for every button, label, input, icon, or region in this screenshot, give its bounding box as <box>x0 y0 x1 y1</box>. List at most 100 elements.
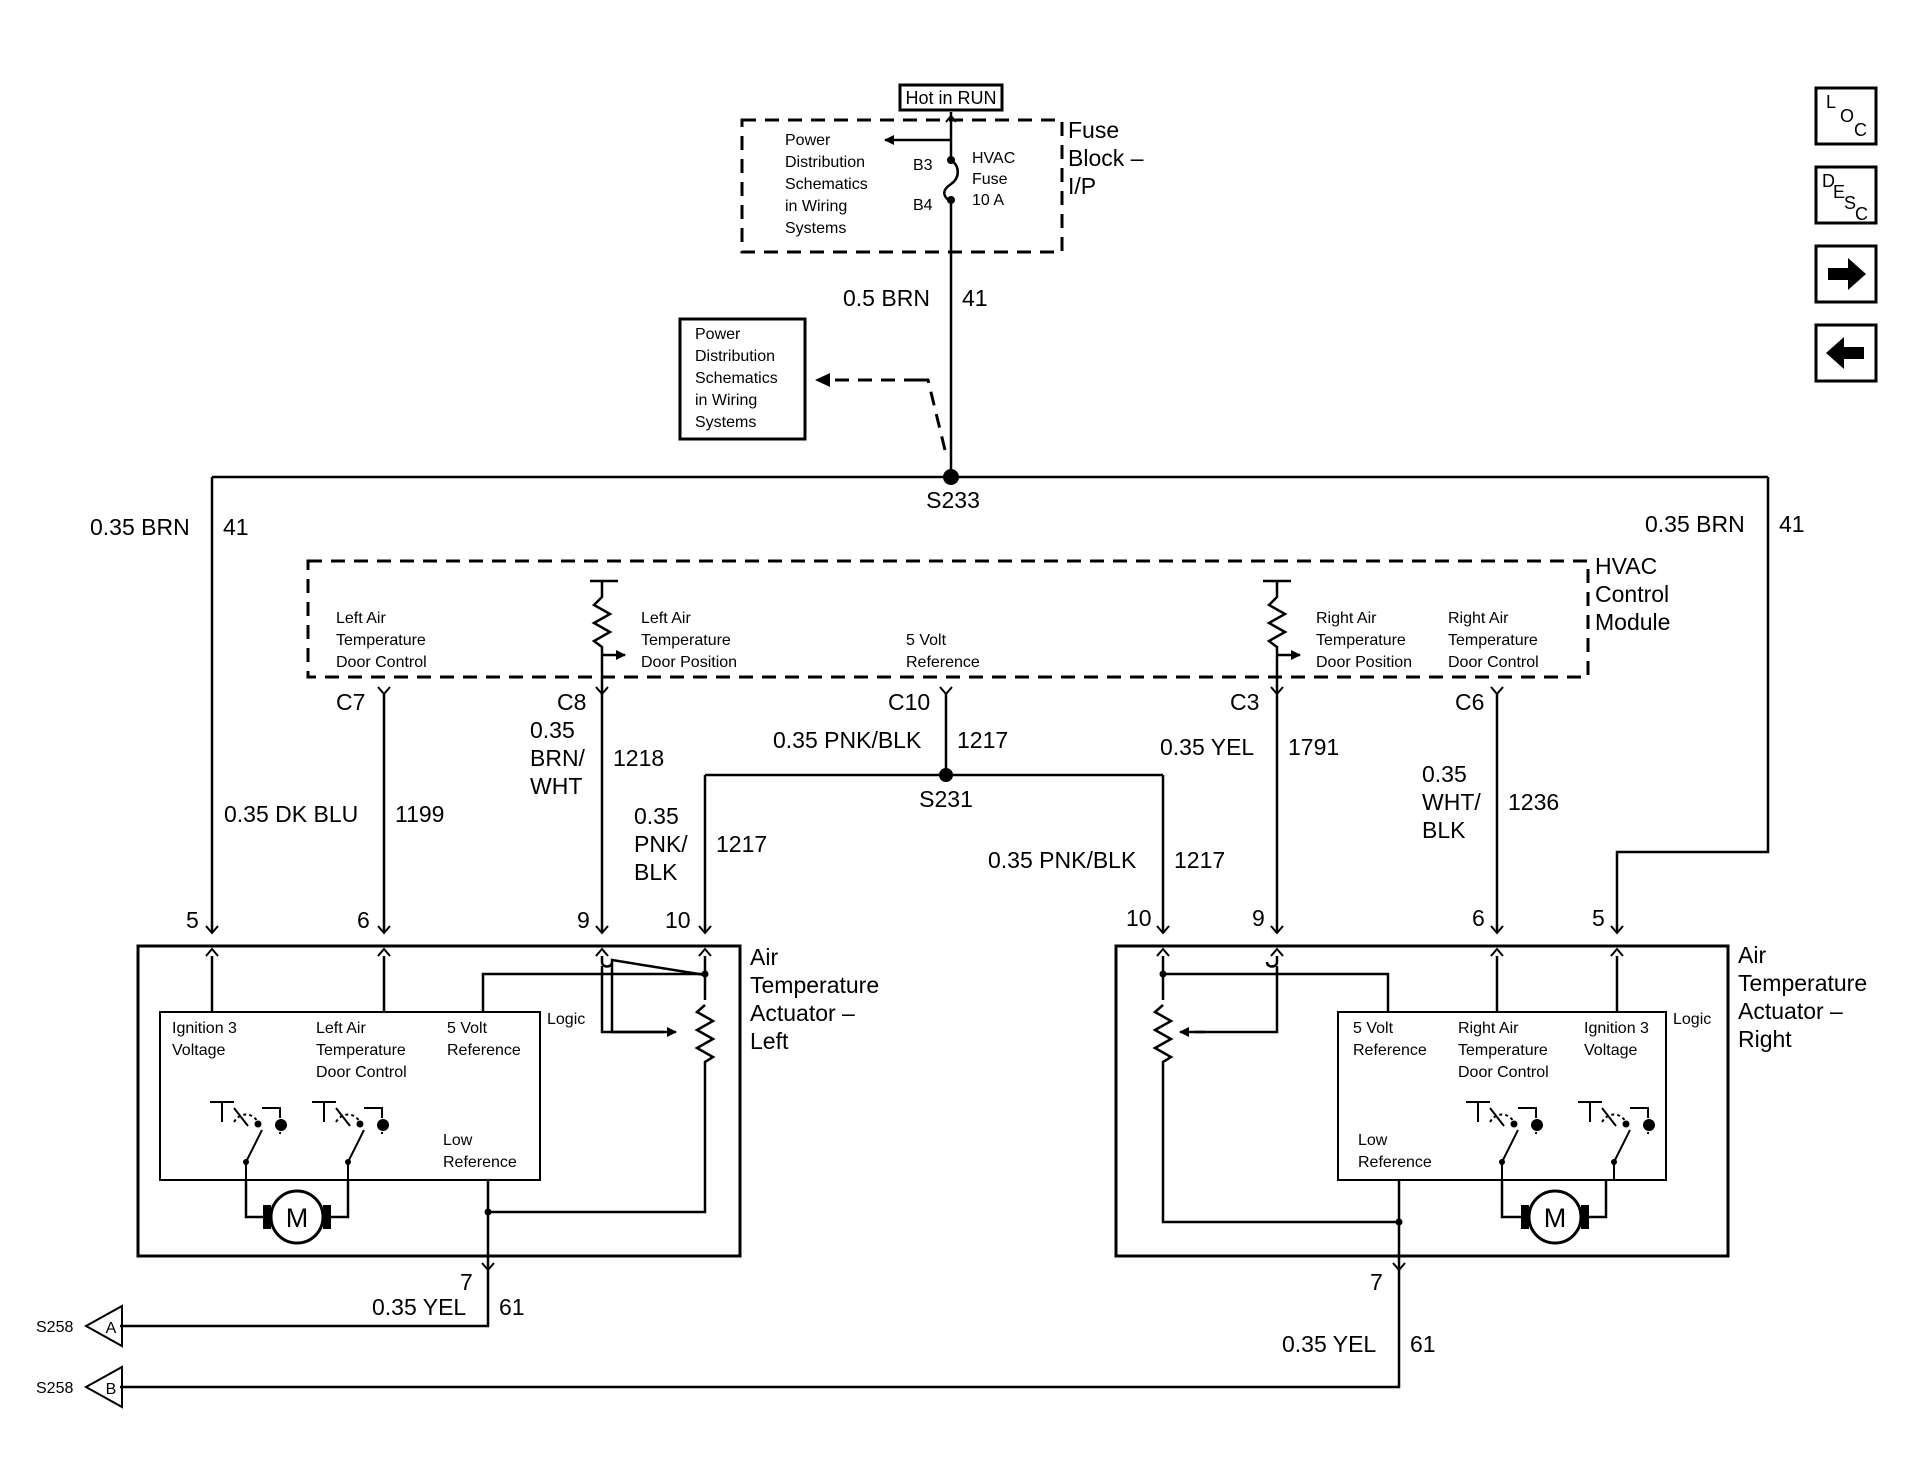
left-ground-gauge: 0.35 YEL <box>372 1294 466 1320</box>
feed-gauge-label: 0.5 BRN <box>843 285 930 311</box>
left-5v-wire <box>481 972 705 1012</box>
right-feed-circuit: 41 <box>1779 511 1805 537</box>
right-feedback-potentiometer-icon <box>1152 1004 1399 1224</box>
right-crossover-wire <box>1195 956 1279 1034</box>
left-logic-box <box>159 1011 541 1181</box>
right-motor-label: M <box>1544 1203 1567 1233</box>
splice-s231-label: S231 <box>919 786 973 812</box>
right-pin-6: 6 <box>1472 905 1485 931</box>
left-input-wires <box>210 956 386 1012</box>
fuse-pds-4: in Wiring <box>785 198 847 215</box>
right-ign-2: Voltage <box>1584 1042 1637 1059</box>
forward-button[interactable] <box>1814 244 1878 304</box>
left-inner-chevrons <box>205 947 712 957</box>
left-actuator-outline <box>136 944 742 1258</box>
right-ref-circuit: 1217 <box>1174 847 1225 873</box>
desc-button[interactable]: D E S C <box>1814 165 1878 225</box>
hvac-left-position-2: Temperature <box>641 632 731 649</box>
hvac-right-control-3: Door Control <box>1448 654 1539 671</box>
left-ign-2: Voltage <box>172 1042 225 1059</box>
left-motor-icon <box>269 1189 325 1245</box>
c8-gauge-3: WHT <box>530 773 582 799</box>
hvac-left-position-1: Left Air <box>641 610 691 627</box>
c6-gauge-2: WHT/ <box>1422 789 1481 815</box>
fuse-pds-1: Power <box>785 132 831 149</box>
offpage-a-splice: S258 <box>36 1319 73 1336</box>
desc-letter-e: E <box>1833 182 1845 202</box>
offpage-b-triangle-icon <box>83 1365 123 1409</box>
c8-gauge-1: 0.35 <box>530 717 575 743</box>
fuse-input-chevron <box>945 114 957 123</box>
connector-c8: C8 <box>557 689 586 715</box>
forward-button-frame <box>1814 244 1878 304</box>
right-title-3: Actuator – <box>1738 998 1843 1024</box>
hvac-title-2: Control <box>1595 581 1669 607</box>
loc-button[interactable]: L O C <box>1814 86 1878 146</box>
right-title-4: Right <box>1738 1026 1792 1052</box>
c8-circuit: 1218 <box>613 745 664 771</box>
fuse-label-1: HVAC <box>972 150 1015 167</box>
loc-letter-l: L <box>1826 92 1836 112</box>
fuse-block-title-2: Block – <box>1068 145 1144 171</box>
left-crossover-wires <box>600 956 707 1034</box>
offpage-connector-b[interactable]: S258 B <box>36 1365 123 1409</box>
left-pin-9: 9 <box>577 907 590 933</box>
main-feed: 0.5 BRN 41 Power Distribution Schematics… <box>90 200 1805 932</box>
hvac-right-position-3: Door Position <box>1316 654 1412 671</box>
right-relay-stems <box>1501 1162 1615 1180</box>
harness-wires: 0.35 DK BLU 1199 0.35 BRN/ WHT 1218 0.35… <box>224 694 1559 932</box>
pds-dashed-link <box>918 378 947 451</box>
c3-gauge: 0.35 YEL <box>1160 734 1254 760</box>
c7-gauge: 0.35 DK BLU <box>224 801 358 827</box>
left-pin-chevrons <box>205 925 712 935</box>
fuse-pds-2: Distribution <box>785 154 865 171</box>
right-motor-leads <box>1500 1180 1608 1219</box>
left-title-4: Left <box>750 1028 789 1054</box>
fuse-pds-5: Systems <box>785 220 846 237</box>
pds-reference-box <box>678 317 807 441</box>
left-pin-6: 6 <box>357 907 370 933</box>
hvac-left-control-2: Temperature <box>336 632 426 649</box>
left-motor-brush-r <box>323 1205 331 1229</box>
left-ref-2: Reference <box>447 1042 521 1059</box>
c6-chevron <box>1490 686 1504 696</box>
right-ctrl-2: Temperature <box>1458 1042 1548 1059</box>
pds-box-line-1: Power <box>695 326 741 343</box>
left-ground-wire <box>120 1270 490 1328</box>
offpage-connector-a[interactable]: S258 A <box>36 1304 123 1348</box>
right-actuator: 10 9 6 5 Air Temperature Actuator – Righ… <box>120 905 1867 1389</box>
left-pin-7: 7 <box>460 1269 473 1295</box>
hvac-control-module: HVAC Control Module Left Air Temperature… <box>306 553 1670 715</box>
connector-c7: C7 <box>336 689 365 715</box>
right-title-2: Temperature <box>1738 970 1867 996</box>
hvac-right-control-2: Temperature <box>1448 632 1538 649</box>
left-relay-2-icon <box>312 1101 389 1165</box>
offpage-a-letter: A <box>106 1320 117 1337</box>
left-ground-circuit: 61 <box>499 1294 525 1320</box>
splice-s233-label: S233 <box>926 487 980 513</box>
connector-c10: C10 <box>888 689 930 715</box>
right-title-1: Air <box>1738 942 1766 968</box>
left-pin-10: 10 <box>665 907 691 933</box>
pds-box-line-5: Systems <box>695 414 756 431</box>
left-pin-5: 5 <box>186 907 199 933</box>
left-position-potentiometer-icon <box>590 579 618 693</box>
left-motor-leads <box>244 1180 350 1219</box>
right-ref-1: 5 Volt <box>1353 1020 1394 1037</box>
right-motor-brush-r <box>1581 1205 1589 1229</box>
loc-letter-c: C <box>1854 120 1867 140</box>
right-low-2: Reference <box>1358 1154 1432 1171</box>
left-relay-stems <box>245 1162 349 1180</box>
fuse-block-title-1: Fuse <box>1068 117 1119 143</box>
hvac-ref-2: Reference <box>906 654 980 671</box>
right-junction-dot <box>1159 970 1167 978</box>
back-button[interactable] <box>1814 323 1878 383</box>
left-junction-dot <box>701 970 709 978</box>
desc-letter-s: S <box>1844 193 1856 213</box>
left-logic-label: Logic <box>547 1011 585 1028</box>
hvac-title-3: Module <box>1595 609 1670 635</box>
right-5v-wire <box>1163 972 1390 1012</box>
fuse-pds-3: Schematics <box>785 176 868 193</box>
offpage-b-splice: S258 <box>36 1380 73 1397</box>
hvac-left-position-3: Door Position <box>641 654 737 671</box>
